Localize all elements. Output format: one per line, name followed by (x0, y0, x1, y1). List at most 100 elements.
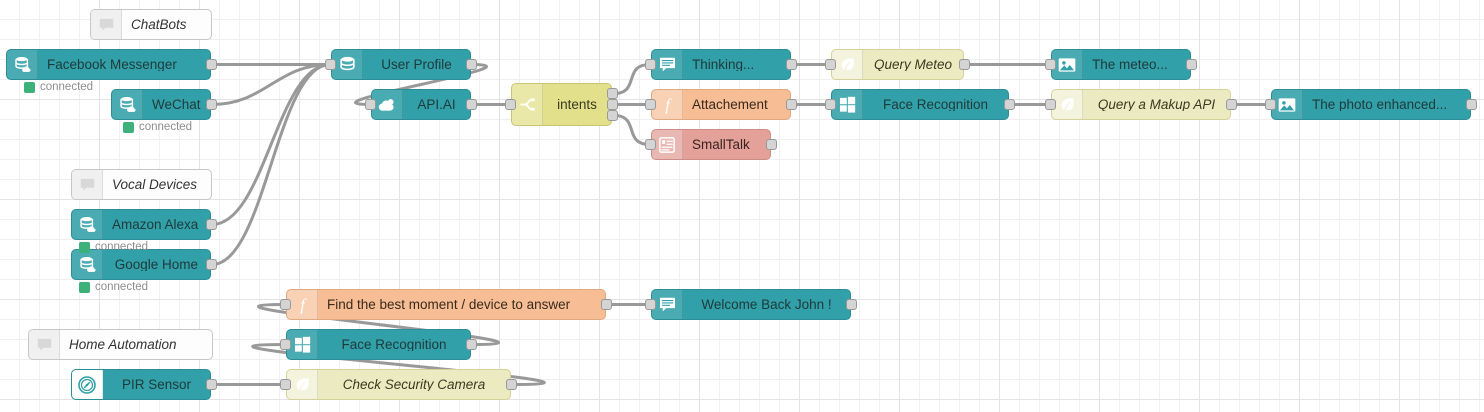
wire-amazon-alexa-to-user-profile (210, 63, 332, 226)
node-status-badge: connected (79, 281, 148, 293)
flow-node-label: Thinking... (692, 57, 755, 72)
node-output-port[interactable] (607, 99, 618, 110)
flow-node-label: intents (557, 97, 597, 112)
node-output-port[interactable] (206, 259, 217, 270)
flow-node-attachement[interactable]: f Attachement (651, 89, 791, 120)
flow-node-the-meteo[interactable]: The meteo... (1051, 49, 1191, 80)
node-input-port[interactable] (505, 99, 516, 110)
flow-node-face-recognition-1[interactable]: Face Recognition (831, 89, 1009, 120)
node-input-port[interactable] (645, 59, 656, 70)
flow-node-the-photo-enhanced[interactable]: The photo enhanced... (1271, 89, 1471, 120)
node-output-port[interactable] (466, 99, 477, 110)
flow-node-api-ai[interactable]: API.AI (371, 89, 471, 120)
flow-node-google-home[interactable]: Google Home (71, 249, 211, 280)
status-dot-icon (79, 241, 90, 253)
status-text: connected (139, 121, 193, 133)
node-output-port[interactable] (466, 59, 477, 70)
flow-node-wechat[interactable]: WeChat (111, 89, 211, 120)
flow-node-label: Attachement (692, 97, 768, 112)
node-input-port[interactable] (825, 99, 836, 110)
node-status-badge: connected (24, 81, 93, 93)
database-cloud-icon (7, 50, 38, 79)
node-output-port[interactable] (786, 59, 797, 70)
flow-node-thinking[interactable]: Thinking... (651, 49, 791, 80)
node-input-port[interactable] (280, 379, 291, 390)
svg-text:f: f (665, 95, 672, 114)
status-text: connected (95, 241, 149, 253)
node-output-port[interactable] (1226, 99, 1237, 110)
node-output-port[interactable] (766, 139, 777, 150)
node-input-port[interactable] (280, 299, 291, 310)
node-output-port[interactable] (506, 379, 517, 390)
comment-lines-icon (652, 290, 683, 319)
sensor-icon (72, 370, 103, 399)
status-text: connected (40, 81, 94, 93)
image-icon (1052, 50, 1083, 79)
node-output-port[interactable] (607, 109, 618, 121)
leaf-icon (832, 50, 863, 79)
flow-node-query-makup-api[interactable]: Query a Makup API (1051, 89, 1231, 120)
node-output-port[interactable] (1466, 99, 1477, 110)
template-icon (652, 130, 683, 159)
node-output-port[interactable] (1004, 99, 1015, 110)
node-output-port[interactable] (1186, 59, 1197, 70)
image-icon (1272, 90, 1303, 119)
node-input-port[interactable] (645, 99, 656, 110)
flow-node-pir-sensor[interactable]: PIR Sensor (71, 369, 211, 400)
node-output-port[interactable] (206, 219, 217, 230)
node-input-port[interactable] (825, 59, 836, 70)
status-dot-icon (24, 81, 35, 93)
flow-node-label: Query Meteo (873, 57, 953, 72)
node-output-port[interactable] (206, 59, 217, 70)
flow-node-label: PIR Sensor (121, 377, 192, 392)
comment-icon (72, 170, 103, 199)
group-comment-label: Home Automation (69, 337, 177, 352)
node-output-port[interactable] (466, 339, 477, 350)
comment-icon (29, 330, 60, 359)
flow-node-label: The meteo... (1092, 57, 1168, 72)
node-input-port[interactable] (645, 139, 656, 150)
node-output-port[interactable] (846, 299, 857, 310)
flow-node-check-security-camera[interactable]: Check Security Camera (286, 369, 511, 400)
flow-node-label: Face Recognition (882, 97, 989, 112)
group-comment-node[interactable]: ChatBots (90, 9, 212, 40)
node-input-port[interactable] (325, 59, 336, 70)
flow-node-facebook-messenger[interactable]: Facebook Messenger (6, 49, 211, 80)
comment-icon (91, 10, 122, 39)
node-output-port[interactable] (786, 99, 797, 110)
flow-node-welcome-back-john[interactable]: Welcome Back John ! (651, 289, 851, 320)
node-input-port[interactable] (365, 99, 376, 110)
node-input-port[interactable] (1045, 59, 1056, 70)
node-output-port[interactable] (607, 88, 618, 100)
flow-node-label: SmallTalk (692, 137, 750, 152)
flow-node-query-meteo[interactable]: Query Meteo (831, 49, 964, 80)
node-output-port[interactable] (206, 99, 217, 110)
node-input-port[interactable] (280, 339, 291, 350)
flow-node-label: Query a Makup API (1097, 97, 1216, 112)
windows-icon (832, 90, 863, 119)
switch-icon (512, 84, 543, 125)
node-output-port[interactable] (206, 379, 217, 390)
cloud-icon (372, 90, 403, 119)
node-output-port[interactable] (601, 299, 612, 310)
group-comment-label: Vocal Devices (112, 177, 198, 192)
flow-node-label: The photo enhanced... (1312, 97, 1448, 112)
flow-node-user-profile[interactable]: User Profile (331, 49, 471, 80)
flow-node-label: Check Security Camera (342, 377, 486, 392)
status-dot-icon (123, 121, 134, 133)
flow-node-intents[interactable]: intents (511, 83, 612, 126)
node-input-port[interactable] (645, 299, 656, 310)
flow-node-label: Face Recognition (341, 337, 447, 352)
flow-node-amazon-alexa[interactable]: Amazon Alexa (71, 209, 211, 240)
flow-node-smalltalk[interactable]: SmallTalk (651, 129, 771, 160)
node-status-badge: connected (79, 241, 148, 253)
database-cloud-icon (72, 250, 103, 279)
node-input-port[interactable] (1045, 99, 1056, 110)
node-input-port[interactable] (1265, 99, 1276, 110)
flow-node-find-best-moment[interactable]: f Find the best moment / device to answe… (286, 289, 606, 320)
group-comment-node[interactable]: Vocal Devices (71, 169, 212, 200)
flow-node-face-recognition-2[interactable]: Face Recognition (286, 329, 471, 360)
group-comment-node[interactable]: Home Automation (28, 329, 213, 360)
node-output-port[interactable] (959, 59, 970, 70)
